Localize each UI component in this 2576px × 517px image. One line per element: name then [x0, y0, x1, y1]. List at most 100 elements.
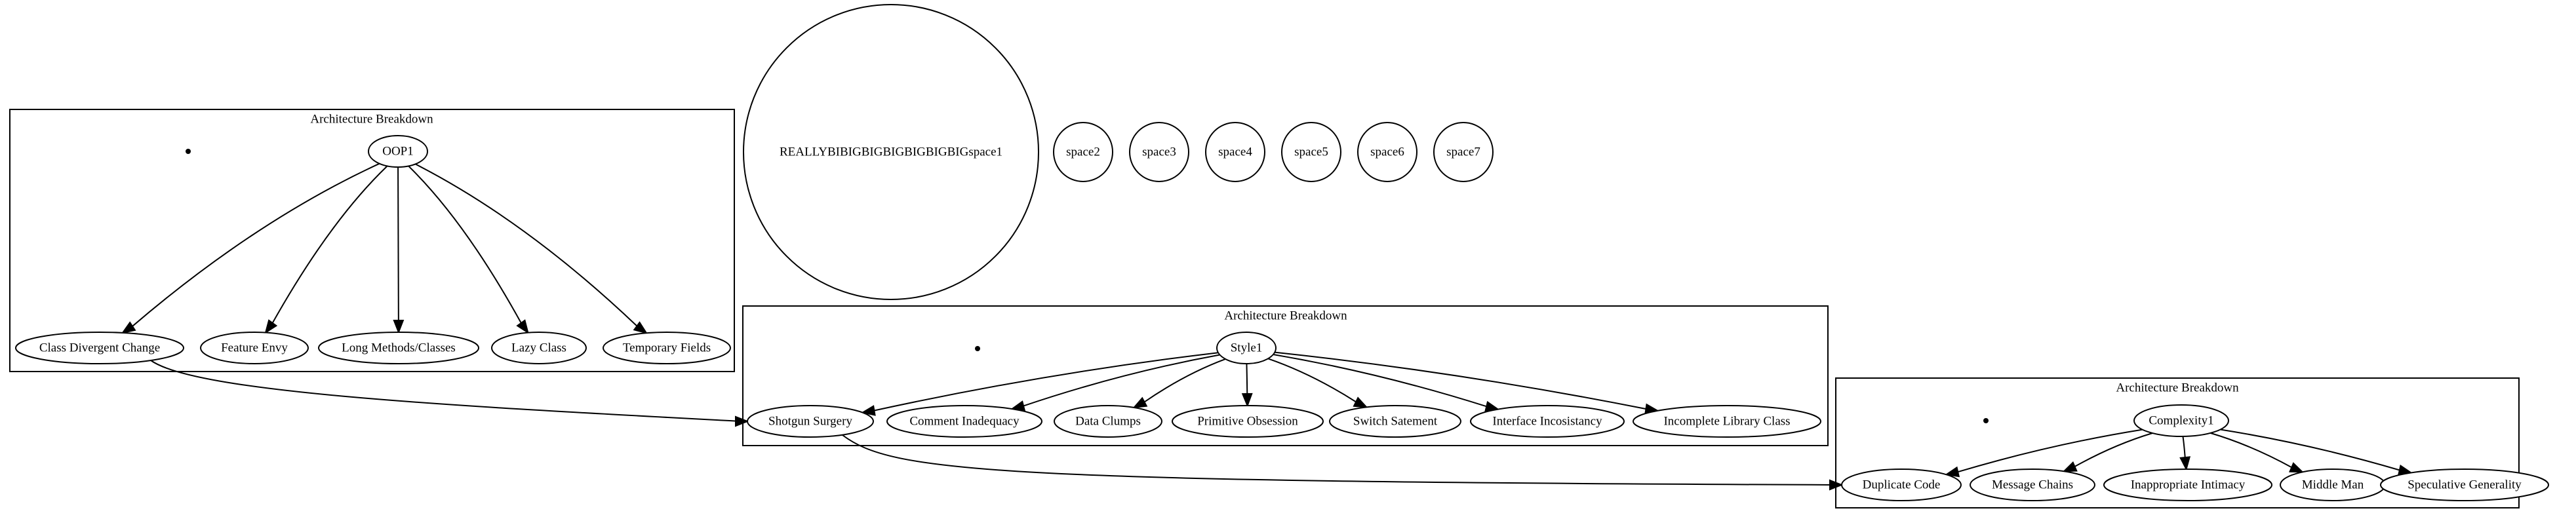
node-label: Class Divergent Change	[39, 341, 160, 355]
edge-line	[271, 165, 388, 324]
cluster-label: Architecture Breakdown	[1224, 309, 1347, 323]
edge-line	[2220, 429, 2401, 471]
edge-shotgun-surgery-to-duplicate-code	[842, 434, 1844, 491]
arrow-head	[516, 319, 529, 334]
node-data-clumps[interactable]: Data Clumps	[1054, 405, 1162, 438]
cluster-label: Architecture Breakdown	[2116, 381, 2239, 395]
node-shotgun-surgery[interactable]: Shotgun Surgery	[747, 405, 874, 438]
cluster-style: Architecture Breakdown	[742, 305, 1829, 446]
node-space7[interactable]: space7	[1433, 122, 1494, 182]
edge-oop1-to-lazy-class	[408, 165, 529, 334]
edge-line	[397, 166, 399, 322]
node-switch-satement[interactable]: Switch Satement	[1329, 405, 1461, 438]
node-lazy-class[interactable]: Lazy Class	[491, 332, 587, 364]
edge-complexity1-to-duplicate-code	[1944, 429, 2143, 478]
arrow-head	[1829, 479, 1844, 491]
node-label: space3	[1142, 145, 1176, 159]
edge-line	[2074, 432, 2153, 468]
node-label: Speculative Generality	[2408, 478, 2522, 492]
edge-class-divergent-change-to-shotgun-surgery	[150, 360, 749, 427]
node-big-space[interactable]: REALLYBIBIGBIGBIGBIGBIGBIGspace1	[743, 4, 1039, 300]
arrow-head	[860, 405, 876, 416]
node-message-chains[interactable]: Message Chains	[1970, 469, 2095, 501]
point-node	[975, 346, 980, 351]
node-label: Data Clumps	[1075, 415, 1141, 429]
cluster-complexity: Architecture Breakdown	[1835, 377, 2520, 508]
edge-complexity1-to-message-chains	[2062, 432, 2153, 472]
node-style1[interactable]: Style1	[1216, 332, 1277, 364]
edge-line	[1956, 429, 2143, 473]
node-label: space6	[1370, 145, 1404, 159]
edge-complexity1-to-middle-man	[2210, 432, 2305, 473]
nodes: OOP1 Class Divergent Change Feature Envy…	[15, 4, 2549, 501]
node-class-divergent-change[interactable]: Class Divergent Change	[15, 332, 184, 364]
node-incomplete-library-class[interactable]: Incomplete Library Class	[1633, 405, 1821, 438]
node-label: space7	[1446, 145, 1480, 159]
node-label: Message Chains	[1992, 478, 2073, 492]
arrow-head	[2062, 461, 2078, 472]
node-temporary-fields[interactable]: Temporary Fields	[603, 332, 731, 364]
edge-line	[1143, 358, 1226, 403]
arrow-head	[264, 319, 278, 334]
node-primitive-obsession[interactable]: Primitive Obsession	[1172, 405, 1324, 438]
node-label: space5	[1294, 145, 1328, 159]
arrow-head	[1944, 466, 1960, 478]
arrow-head	[121, 321, 136, 334]
node-label: Interface Incosistancy	[1492, 415, 1602, 429]
node-label: Long Methods/Classes	[342, 341, 456, 355]
node-duplicate-code[interactable]: Duplicate Code	[1841, 469, 1962, 501]
edge-style1-to-switch-satement	[1267, 358, 1368, 408]
cluster-label: Architecture Breakdown	[310, 113, 433, 126]
arrow-head	[1353, 396, 1368, 408]
node-space2[interactable]: space2	[1053, 122, 1113, 182]
node-feature-envy[interactable]: Feature Envy	[200, 332, 309, 364]
node-complexity1[interactable]: Complexity1	[2133, 404, 2229, 437]
edge-line	[1275, 351, 1647, 410]
node-label: Inappropriate Intimacy	[2131, 478, 2246, 492]
edge-complexity1-to-speculative-generality	[2220, 429, 2413, 476]
edge-line	[1246, 363, 1248, 395]
node-space6[interactable]: space6	[1357, 122, 1417, 182]
node-label: space4	[1218, 145, 1252, 159]
node-label: Primitive Obsession	[1197, 415, 1298, 429]
node-label: Shotgun Surgery	[768, 415, 852, 429]
edge-line	[2182, 436, 2186, 459]
edge-style1-to-interface-incosistancy	[1273, 353, 1500, 412]
edge-line	[150, 360, 742, 422]
node-label: REALLYBIBIGBIGBIGBIGBIGBIGspace1	[780, 145, 1002, 159]
point-node	[186, 149, 191, 154]
edge-style1-to-shotgun-surgery	[860, 352, 1219, 416]
node-inappropriate-intimacy[interactable]: Inappropriate Intimacy	[2103, 469, 2272, 501]
edge-line	[408, 165, 523, 324]
node-space4[interactable]: space4	[1205, 122, 1265, 182]
edge-oop1-to-class-divergent-change	[121, 163, 380, 334]
node-middle-man[interactable]: Middle Man	[2280, 469, 2386, 501]
edge-line	[1267, 358, 1357, 403]
edge-style1-to-comment-inadequacy	[1010, 354, 1220, 412]
node-space3[interactable]: space3	[1129, 122, 1189, 182]
node-label: Duplicate Code	[1863, 478, 1941, 492]
arrow-head	[2179, 456, 2191, 471]
arrow-head	[393, 319, 405, 334]
edge-style1-to-data-clumps	[1132, 358, 1226, 409]
node-speculative-generality[interactable]: Speculative Generality	[2380, 469, 2549, 501]
edge-line	[1273, 353, 1488, 408]
node-label: Style1	[1231, 341, 1263, 355]
edge-oop1-to-feature-envy	[264, 165, 388, 334]
arrow-head	[2289, 462, 2305, 473]
arrow-head	[1132, 396, 1148, 409]
edge-oop1-to-long-methods	[393, 166, 405, 334]
node-label: Complexity1	[2149, 414, 2213, 428]
node-interface-incosistancy[interactable]: Interface Incosistancy	[1470, 405, 1625, 438]
node-label: Incomplete Library Class	[1663, 415, 1790, 429]
edges	[121, 163, 2413, 491]
node-space5[interactable]: space5	[1281, 122, 1341, 182]
node-oop1[interactable]: OOP1	[368, 135, 428, 168]
edge-line	[873, 352, 1219, 412]
edge-oop1-to-temporary-fields	[415, 163, 648, 334]
node-comment-inadequacy[interactable]: Comment Inadequacy	[886, 405, 1042, 438]
node-long-methods[interactable]: Long Methods/Classes	[318, 332, 479, 364]
cluster-oop: Architecture Breakdown	[9, 109, 735, 372]
node-label: OOP1	[382, 145, 414, 159]
